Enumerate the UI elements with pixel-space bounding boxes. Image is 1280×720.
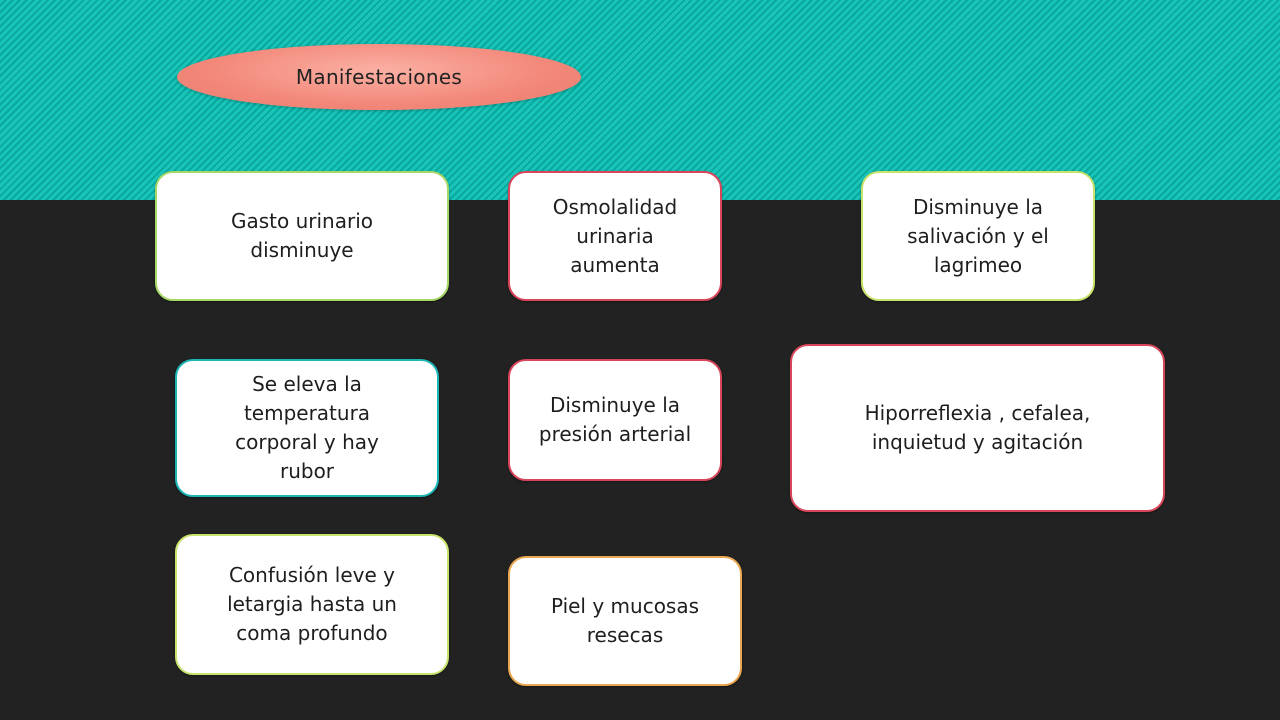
- box-presion: Disminuye la presión arterial: [508, 359, 722, 481]
- box-hiporreflexia-text: Hiporreflexia , cefalea, inquietud y agi…: [864, 401, 1091, 454]
- box-hiporreflexia: Hiporreflexia , cefalea, inquietud y agi…: [790, 344, 1165, 512]
- box-osmolalidad-text: Osmolalidad urinaria aumenta: [552, 194, 678, 277]
- box-osmolalidad: Osmolalidad urinaria aumenta: [508, 171, 722, 301]
- box-salivacion-text: Disminuye la salivación y el lagrimeo: [907, 194, 1049, 277]
- box-temperatura: Se eleva la temperatura corporal y hay r…: [175, 359, 439, 497]
- title-ellipse: Manifestaciones: [177, 44, 581, 110]
- box-presion-text: Disminuye la presión arterial: [538, 393, 692, 446]
- box-salivacion: Disminuye la salivación y el lagrimeo: [861, 171, 1095, 301]
- box-gasto-urinario: Gasto urinario disminuye: [155, 171, 449, 301]
- box-piel-mucosas: Piel y mucosas resecas: [508, 556, 742, 686]
- box-gasto-urinario-text: Gasto urinario disminuye: [230, 209, 373, 262]
- top-pattern-band: [0, 0, 1280, 200]
- box-confusion-text: Confusión leve y letargia hasta un coma …: [227, 563, 397, 645]
- diagram-title: Manifestaciones: [295, 65, 463, 89]
- box-temperatura-text: Se eleva la temperatura corporal y hay r…: [235, 372, 379, 483]
- box-piel-mucosas-text: Piel y mucosas resecas: [550, 594, 700, 647]
- box-confusion: Confusión leve y letargia hasta un coma …: [175, 534, 449, 675]
